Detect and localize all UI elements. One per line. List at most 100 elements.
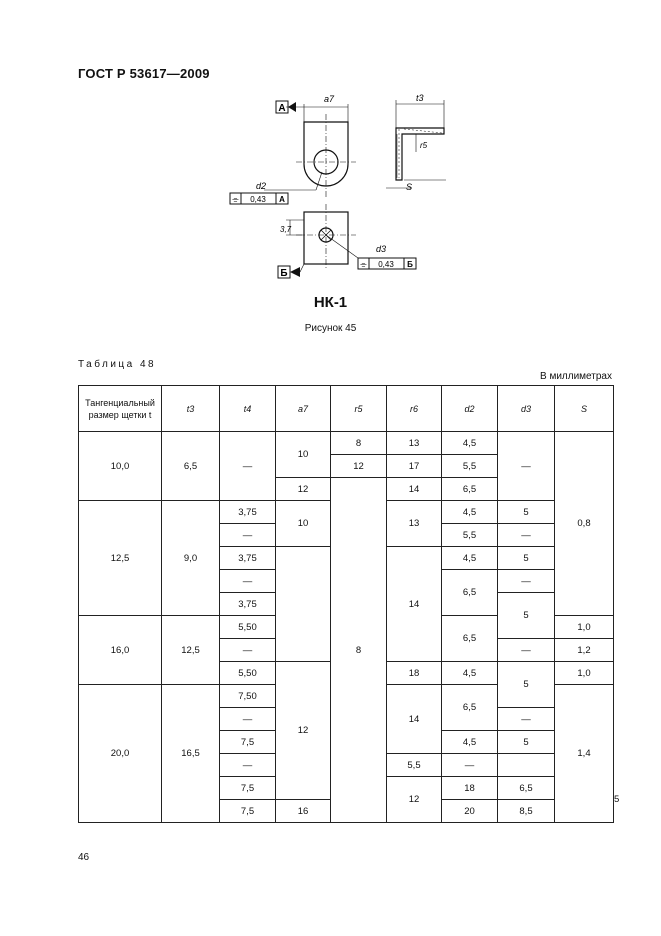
- cell: 3,75: [219, 546, 276, 570]
- spec-table: Тангенциальный размер щетки t t3 t4 a7 r…: [78, 385, 619, 823]
- table-row: 10,0 6,5 — 10 8 13 4,5 — 0,8: [78, 431, 614, 616]
- cell: 16,5: [161, 684, 220, 823]
- dim-d3: d3: [376, 244, 386, 254]
- dim-a7: a7: [324, 94, 335, 104]
- table-row: 3,75 5: [79, 592, 614, 639]
- cell: 7,5: [219, 776, 276, 800]
- cell: 18: [441, 776, 498, 800]
- table-row: — —: [79, 707, 614, 731]
- cell: 6,5: [441, 615, 498, 662]
- cell: 14: [386, 477, 442, 501]
- cell: 6,5: [441, 569, 498, 616]
- cell: 7,5: [219, 730, 276, 754]
- cell: 12,5: [161, 615, 220, 685]
- svg-text:0,43: 0,43: [378, 260, 394, 269]
- cell: 5: [497, 730, 555, 754]
- cell: 16: [275, 799, 331, 823]
- table-row: — 5,5 —: [79, 523, 614, 547]
- cell: 3,75: [219, 592, 276, 616]
- cell: 12: [275, 477, 331, 501]
- datum-a-label: А: [278, 103, 285, 114]
- dim-s: S: [406, 182, 412, 192]
- cell: —: [441, 753, 498, 777]
- technical-drawing: А a7 d2 ⌯ 0,43 А t3 r5 r6 S: [229, 93, 446, 279]
- cell: 16,0: [78, 615, 162, 685]
- cell: —: [219, 753, 276, 777]
- cell: 5: [497, 546, 555, 570]
- cell: 12: [275, 661, 331, 800]
- cell: 9,0: [161, 500, 220, 616]
- cell: 20: [441, 799, 498, 823]
- svg-text:⌯: ⌯: [360, 260, 367, 269]
- table-row: 16,0 12,5 5,50 6,5 1,0: [78, 615, 614, 685]
- datum-b-triangle: [290, 267, 300, 277]
- dim-r5: r5: [420, 141, 428, 150]
- cell: 8,5: [497, 799, 555, 823]
- table-row: 12,5 9,0 3,75 10 13 4,5 5: [78, 500, 614, 616]
- cell: 6,5: [161, 431, 220, 501]
- cell: 5: [497, 500, 555, 524]
- cell: 4,5: [441, 431, 498, 455]
- svg-text:Б: Б: [407, 260, 413, 269]
- cell: 5,5: [441, 454, 498, 478]
- cell: 12: [386, 776, 442, 823]
- cell: 7,5: [219, 799, 276, 823]
- header-d3: d3: [497, 385, 555, 432]
- cell: 4,5: [441, 730, 498, 754]
- cell: 13: [386, 431, 442, 455]
- cell: [275, 546, 331, 662]
- datum-b-label: Б: [280, 268, 287, 279]
- cell: 13: [386, 500, 442, 547]
- svg-text:А: А: [279, 195, 285, 204]
- tolerance-frame-2: ⌯ 0,43 Б: [357, 257, 417, 270]
- table-header-row: Тангенциальный размер щетки t t3 t4 a7 r…: [78, 385, 614, 432]
- cell: 10,0: [78, 431, 162, 501]
- cell: 18: [386, 661, 442, 685]
- svg-text:⌯: ⌯: [232, 195, 239, 204]
- cell: 5,5: [386, 753, 442, 777]
- header-s: S: [554, 385, 614, 432]
- tolerance-frame-1: ⌯ 0,43 А: [229, 192, 289, 205]
- cell: —: [219, 707, 276, 731]
- front-view: [286, 104, 356, 198]
- figure-caption: Рисунок 45: [304, 323, 357, 334]
- cell: 5: [497, 661, 555, 708]
- cell: 1,0: [554, 661, 614, 685]
- cell: 1,0: [554, 615, 614, 639]
- table-units: В миллиметрах: [540, 371, 612, 382]
- cell: 12: [330, 454, 387, 478]
- cell: 4,5: [441, 500, 498, 524]
- cell: 14: [386, 546, 442, 662]
- side-view: [386, 100, 446, 189]
- header-t: Тангенциальный размер щетки t: [78, 385, 162, 432]
- cell: 6,5: [497, 776, 555, 800]
- cell: —: [219, 523, 276, 547]
- table-row: 20,0 16,5 7,50 14 6,5 1,4: [78, 684, 614, 823]
- table-row: 5,50 12 18 4,5 5 1,0: [79, 661, 614, 800]
- page-number: 46: [78, 852, 90, 863]
- cell: 20,0: [78, 684, 162, 823]
- cell: 6,5: [441, 684, 498, 731]
- table-title: Таблица 48: [78, 359, 157, 370]
- cell: 5: [497, 592, 555, 639]
- cell: 0,8: [554, 431, 614, 616]
- cell: 10: [275, 431, 331, 478]
- header-t4: t4: [219, 385, 276, 432]
- cell: —: [497, 569, 555, 593]
- cell: —: [219, 431, 276, 501]
- table-row: — — 1,2: [79, 638, 614, 662]
- figure-label: НК-1: [313, 294, 348, 311]
- header-a7: a7: [275, 385, 331, 432]
- cell: —: [497, 431, 555, 501]
- header-r5: r5: [330, 385, 387, 432]
- cell: —: [497, 638, 555, 662]
- cell: 5,50: [219, 615, 276, 639]
- cell: 4,5: [441, 546, 498, 570]
- cell: 12,5: [78, 500, 162, 616]
- dim-d2: d2: [256, 181, 266, 191]
- cell: 7,50: [219, 684, 276, 708]
- cell: —: [219, 569, 276, 593]
- cell: —: [497, 707, 555, 731]
- table-row: 12 8 14 6,5: [79, 477, 614, 823]
- cell: 1,2: [554, 638, 614, 662]
